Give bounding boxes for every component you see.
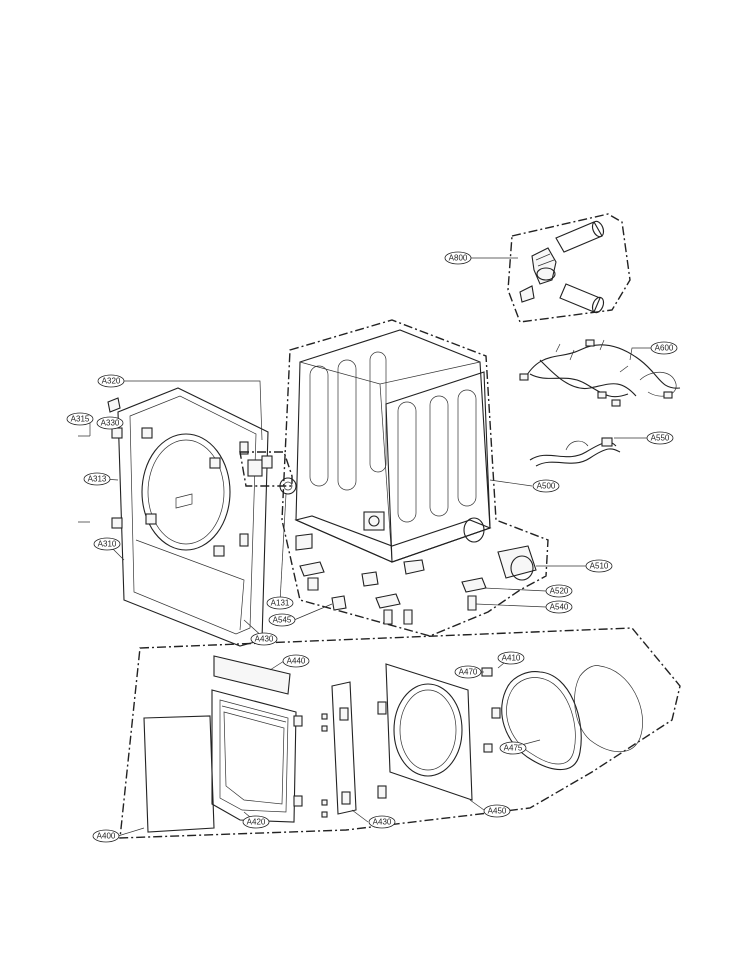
label-text: A600: [655, 344, 674, 353]
cabinet-ribs: [309, 351, 477, 523]
label-a310: A310: [93, 537, 121, 551]
door-outer-panel: [143, 715, 215, 833]
label-a450: A450: [483, 804, 511, 818]
duct-elbow: [531, 247, 557, 285]
cabinet-shell: [295, 329, 491, 563]
door-handle: [213, 655, 291, 695]
label-a430-lower: A430: [368, 815, 396, 829]
label-text: A400: [97, 832, 116, 841]
drum-opening: [141, 433, 231, 551]
label-text: A440: [287, 657, 306, 666]
label-text: A420: [247, 818, 266, 827]
label-a131: A131: [266, 596, 294, 610]
label-a430-upper: A430: [250, 632, 278, 646]
duct-pipe-lower: [559, 283, 605, 314]
label-a470: A470: [454, 665, 482, 679]
door-inner-panel: [385, 663, 473, 801]
cabinet-base: [294, 515, 492, 563]
label-text: A131: [271, 599, 290, 608]
duct-kit-boundary: [507, 213, 631, 323]
cabinet-group: [281, 319, 549, 637]
label-text: A510: [590, 562, 609, 571]
label-text: A315: [71, 415, 90, 424]
label-text: A450: [488, 807, 507, 816]
label-a440: A440: [282, 654, 310, 668]
label-a330: A330: [96, 416, 124, 430]
label-text: A470: [459, 668, 478, 677]
label-a510: A510: [585, 559, 613, 573]
label-a600: A600: [650, 341, 678, 355]
label-text: A500: [537, 482, 556, 491]
label-a320: A320: [97, 374, 125, 388]
label-a800: A800: [444, 251, 472, 265]
door-group: [119, 627, 681, 839]
label-a500: A500: [532, 479, 560, 493]
label-text: A520: [550, 587, 569, 596]
door-hinge-bracket: [331, 681, 357, 815]
label-a540: A540: [545, 600, 573, 614]
label-text: A545: [273, 616, 292, 625]
label-a315: A315: [66, 412, 94, 426]
label-a545: A545: [268, 613, 296, 627]
label-text: A540: [550, 603, 569, 612]
label-text: A310: [98, 540, 117, 549]
cabinet-boundary: [281, 319, 549, 637]
label-a475: A475: [499, 741, 527, 755]
leveling-legs: [295, 533, 487, 625]
power-cord-harness: [529, 437, 621, 467]
label-text: A430: [373, 818, 392, 827]
door-gasket: [501, 671, 582, 771]
duct-kit-group: [507, 213, 631, 323]
label-a400: A400: [92, 829, 120, 843]
label-text: A475: [504, 744, 523, 753]
label-a550: A550: [646, 431, 674, 445]
duct-clamp: [519, 285, 535, 303]
label-text: A410: [502, 654, 521, 663]
duct-pipe-upper: [555, 220, 605, 253]
label-a520: A520: [545, 584, 573, 598]
label-text: A313: [88, 475, 107, 484]
label-text: A320: [102, 377, 121, 386]
wire-harness-main: [519, 339, 681, 407]
door-group-boundary: [119, 627, 681, 839]
door-glass: [574, 665, 643, 753]
label-text: A800: [449, 254, 468, 263]
label-text: A550: [651, 434, 670, 443]
front-panel-frame: [117, 387, 269, 647]
filter-housing-detail: [239, 451, 297, 495]
exhaust-connector: [497, 545, 537, 581]
label-a313: A313: [83, 472, 111, 486]
label-text: A430: [255, 635, 274, 644]
label-a420: A420: [242, 815, 270, 829]
leader-lines: [89, 257, 662, 837]
label-text: A330: [101, 419, 120, 428]
label-a410: A410: [497, 651, 525, 665]
